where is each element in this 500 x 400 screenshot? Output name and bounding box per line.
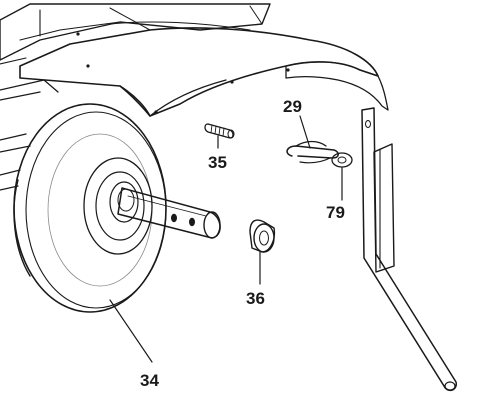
tiller-frame [0, 3, 271, 191]
part-label-29: 29 [283, 97, 302, 116]
washer [331, 152, 353, 168]
leader-line-29 [299, 115, 311, 149]
axle-shaft [117, 187, 221, 239]
leader-line-34 [109, 299, 153, 363]
part-label-79: 79 [326, 203, 345, 222]
set-screw [204, 123, 235, 139]
depth-bar [361, 107, 457, 392]
part-label-34: 34 [140, 371, 159, 390]
hairpin-cotter-pin [286, 140, 339, 164]
drive-wheel [13, 103, 167, 313]
spacer-bushing [249, 219, 276, 253]
fender [19, 21, 389, 117]
part-label-36: 36 [246, 289, 265, 308]
part-label-35: 35 [208, 153, 227, 172]
leader-lines [109, 115, 343, 363]
